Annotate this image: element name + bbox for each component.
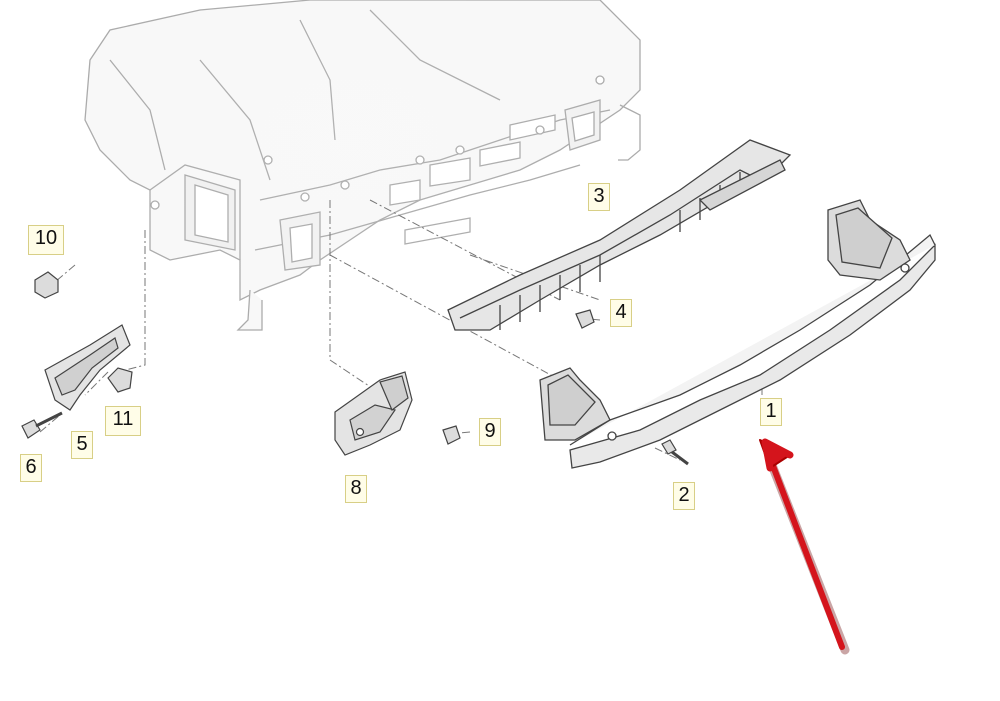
callout-part-4: 4 <box>610 299 632 327</box>
bolt-head-part-2 <box>661 439 677 455</box>
callout-part-6: 6 <box>20 454 42 482</box>
nut-part-9 <box>442 425 461 445</box>
callout-part-10: 10 <box>28 225 64 255</box>
callout-part-2: 2 <box>673 482 695 510</box>
bumper-beam-part <box>539 199 936 469</box>
callout-part-11: 11 <box>105 406 141 436</box>
callout-part-3: 3 <box>588 183 610 211</box>
callout-part-9: 9 <box>479 418 501 446</box>
clip-part-10 <box>34 271 59 299</box>
red-arrow-icon <box>759 438 850 655</box>
callout-part-5: 5 <box>71 431 93 459</box>
hardware-parts <box>21 271 689 466</box>
side-bracket-part <box>44 324 131 411</box>
bolt-head-part-6 <box>21 419 41 439</box>
nut-part-4 <box>575 309 595 329</box>
upper-carrier-part <box>447 139 792 331</box>
callout-part-1: 1 <box>760 398 782 426</box>
callout-part-8: 8 <box>345 475 367 503</box>
lock-bracket-part <box>334 371 413 456</box>
clip-part-11 <box>107 367 133 393</box>
